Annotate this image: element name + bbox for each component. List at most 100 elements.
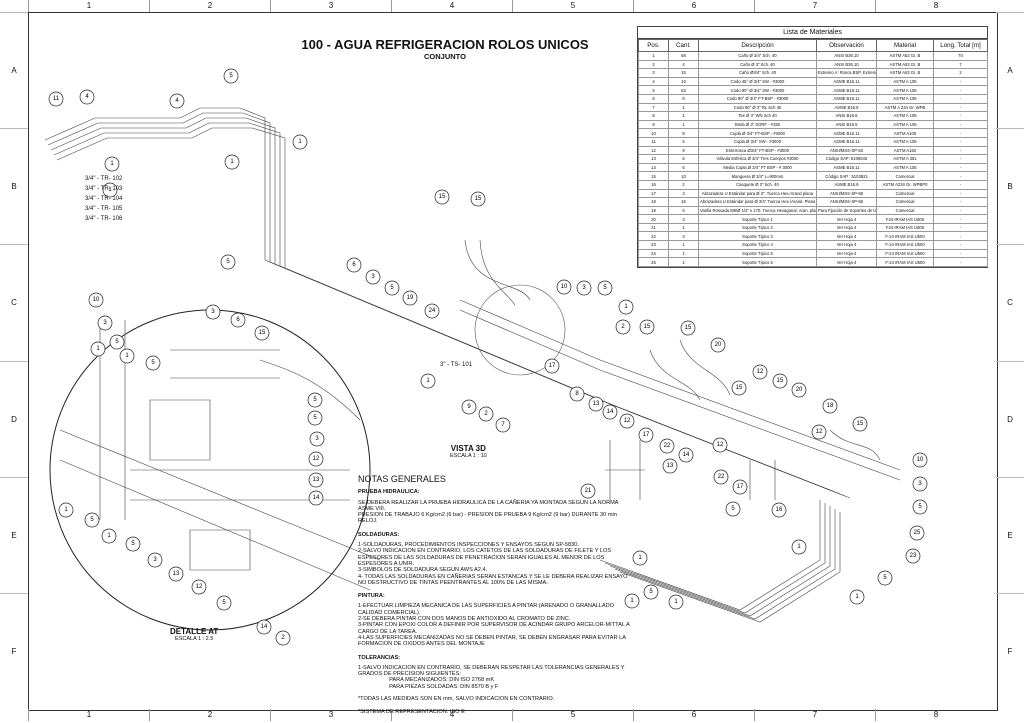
- bom-cell: Válvula Esférica Ø 3/4" Tres Cuerpos #30…: [698, 154, 817, 164]
- bom-cell: Soporte Típico 2: [698, 222, 817, 233]
- bom-cell: Ver Hoja 4: [816, 240, 877, 250]
- notes-section-body: 1-SOLDADURAS, PROCEDIMIENTOS INSPECCIONE…: [358, 542, 628, 586]
- bom-cell: ASTM A53 Gr. B: [876, 68, 934, 78]
- bom-cell: Soporte Típico 1: [698, 214, 817, 224]
- balloon-number: 9: [467, 404, 471, 410]
- balloon-circle: [470, 191, 486, 207]
- item-balloon: 19: [402, 290, 418, 306]
- balloon-circle: [597, 280, 613, 296]
- bom-cell: 15: [668, 68, 699, 78]
- balloon-circle: [191, 579, 207, 595]
- item-balloon: 10: [912, 452, 928, 468]
- zone-strip-bottom: 1 2 3 4 5 6 7 8: [28, 709, 996, 721]
- bom-cell: 7: [933, 59, 988, 70]
- bom-cell: Brida Ø 3" SORF - #150: [698, 119, 817, 130]
- item-balloon: 15: [639, 319, 655, 335]
- bom-cell: 1: [668, 240, 699, 250]
- balloon-circle: [224, 154, 240, 170]
- balloon-circle: [602, 404, 618, 420]
- bom-cell: Código SAP: 5106545: [816, 154, 877, 164]
- balloon-circle: [912, 499, 928, 515]
- bom-cell: ASME B16.11: [816, 136, 877, 147]
- bom-cell: 22: [638, 231, 669, 242]
- balloon-circle: [420, 373, 436, 389]
- line-tag: 3/4" - TR- 102: [85, 176, 123, 182]
- balloon-circle: [556, 279, 572, 295]
- balloon-number: 22: [718, 474, 725, 480]
- bom-cell: ASTM A 105: [876, 93, 934, 104]
- balloon-circle: [254, 325, 270, 341]
- pipe-linework: [44, 107, 901, 623]
- balloon-circle: [119, 348, 135, 364]
- item-balloon: 2: [478, 406, 494, 422]
- balloon-circle: [434, 189, 450, 205]
- bom-cell: -: [933, 93, 988, 104]
- balloon-circle: [275, 630, 291, 646]
- bom-cell: Comercial: [876, 188, 934, 199]
- bom-cell: 25: [638, 257, 669, 267]
- bom-cell: 70: [933, 51, 988, 61]
- item-balloon: 14: [602, 404, 618, 420]
- item-balloon: 5: [220, 254, 236, 270]
- balloon-number: 1: [797, 544, 801, 550]
- balloon-circle: [256, 619, 272, 635]
- item-balloon: 13: [168, 566, 184, 582]
- bom-cell: 1: [668, 119, 699, 130]
- bom-cell: 3: [668, 231, 699, 242]
- zone-col: 7: [754, 0, 875, 12]
- ts-tag: 3" - TS- 101: [440, 362, 473, 368]
- balloon-number: 5: [883, 575, 887, 581]
- balloon-circle: [791, 539, 807, 555]
- bom-cell: 1: [668, 111, 699, 121]
- bom-cell: Comercial: [876, 197, 934, 207]
- item-balloon: 18: [822, 398, 838, 414]
- balloon-number: 3: [371, 274, 375, 280]
- balloon-circle: [732, 479, 748, 495]
- balloon-number: 20: [796, 387, 803, 393]
- bom-cell: 9: [638, 119, 669, 130]
- bom-cell: 14: [638, 162, 669, 173]
- balloon-circle: [168, 566, 184, 582]
- item-balloon: 15: [680, 320, 696, 336]
- balloon-number: 15: [777, 378, 784, 384]
- balloon-circle: [147, 552, 163, 568]
- balloon-number: 5: [151, 360, 155, 366]
- detail-linework: [59, 320, 381, 591]
- bom-cell: F-24 IRAM IAS U500: [876, 257, 934, 267]
- bom-cell: 23: [638, 240, 669, 250]
- zone-col: 5: [512, 709, 633, 721]
- balloon-number: 5: [390, 285, 394, 291]
- balloon-number: 2: [281, 635, 285, 641]
- bom-cell: ANSI B36.10: [816, 59, 877, 70]
- balloon-number: 3: [582, 285, 586, 291]
- balloon-circle: [659, 438, 675, 454]
- zone-col: 7: [754, 709, 875, 721]
- bom-table: Pos. Cant. Descripción Observación Mater…: [638, 39, 988, 267]
- balloon-number: 5: [649, 589, 653, 595]
- item-balloon: 1: [618, 299, 634, 315]
- zone-row: F: [0, 592, 28, 709]
- bom-cell: ANSI B36.10: [816, 51, 877, 61]
- balloon-number: 5: [90, 517, 94, 523]
- bom-cell: ASTM A53 Gr. B: [876, 51, 934, 61]
- bom-caption: Lista de Materiales: [638, 27, 987, 39]
- balloon-circle: [205, 304, 221, 320]
- balloon-number: 13: [667, 463, 674, 469]
- zone-row: D: [0, 360, 28, 477]
- bom-cell: Cupla Ø 3/4" SW - #3000: [698, 136, 817, 147]
- balloon-circle: [84, 512, 100, 528]
- line-tag: 3/4" - TR- 105: [85, 206, 123, 212]
- balloon-circle: [544, 358, 560, 374]
- bom-cell: 6: [668, 205, 699, 216]
- balloon-number: 20: [715, 342, 722, 348]
- balloon-number: 15: [857, 421, 864, 427]
- balloon-number: 4: [85, 94, 89, 100]
- bom-cell: Ver Hoja 4: [816, 231, 877, 242]
- balloon-number: 8: [575, 391, 579, 397]
- balloon-number: 12: [196, 584, 203, 590]
